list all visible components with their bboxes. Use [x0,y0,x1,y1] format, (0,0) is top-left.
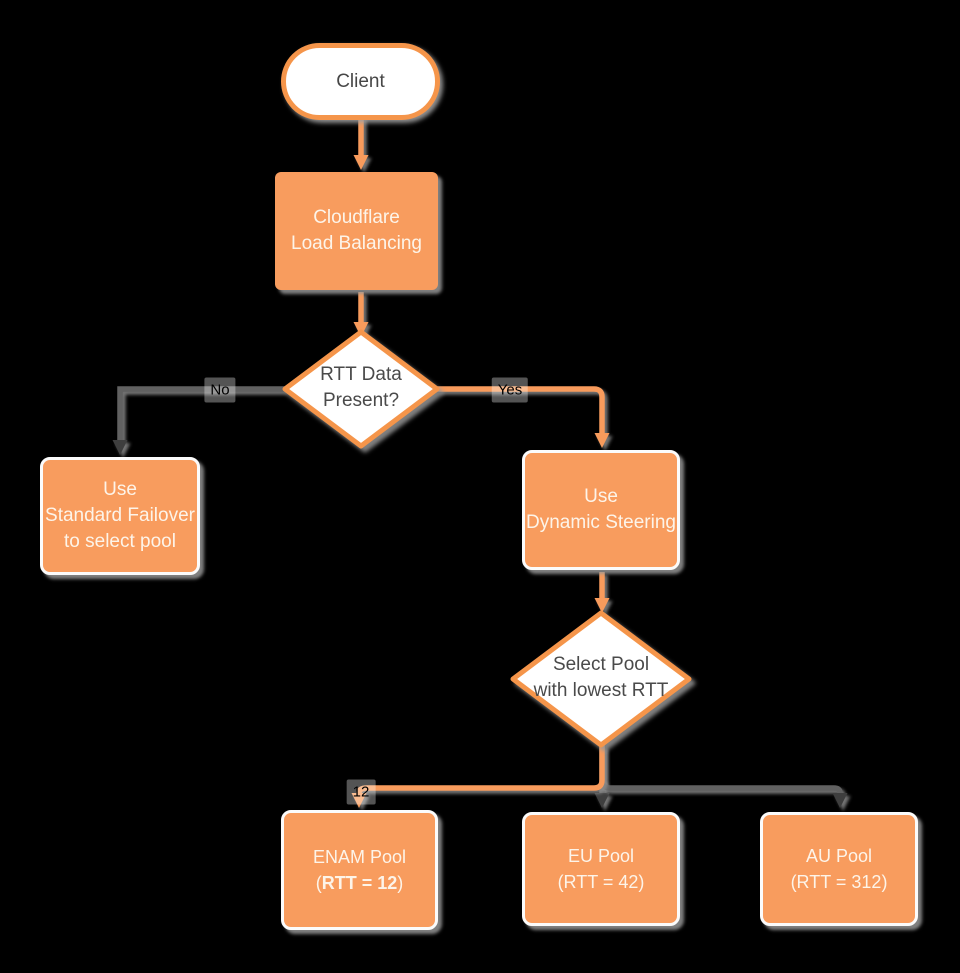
node-dynamic-steering: Use Dynamic Steering [522,450,680,570]
au-pool-rtt: (RTT = 312) [790,872,888,892]
node-client-label: Client [336,70,385,92]
arrowhead [832,793,848,808]
edge-label-yes: Yes [491,377,529,403]
au-pool-name: AU Pool [805,846,873,866]
edge-client-to-lb [353,116,369,170]
decision-rtt-label: RTT Data Present? [320,364,402,411]
eu-pool-rtt: (RTT = 42) [557,872,645,892]
arrowhead [351,793,367,808]
arrowhead [594,433,610,448]
node-client: Client [281,43,440,120]
node-load-balancing: Cloudflare Load Balancing [275,172,438,290]
eu-pool-name: EU Pool [567,846,635,866]
arrowhead [353,155,369,170]
node-enam-pool: ENAM Pool (RTT = 12) [281,810,438,930]
arrowhead [112,440,128,455]
arrowhead [594,598,610,613]
node-standard-failover: Use Standard Failover to select pool [40,457,200,575]
edge-yes-branch [437,386,610,448]
edge-to-au-pool [599,779,848,808]
decision-select-pool [510,610,692,748]
enam-pool-rtt: (RTT = 12) [315,873,404,893]
arrowhead [594,793,610,808]
edge-label-selected-rtt: 12 [346,779,376,805]
edge-no-branch [112,386,285,455]
node-eu-pool: EU Pool (RTT = 42) [522,812,680,926]
node-load-balancing-line1: Cloudflare [313,207,400,228]
edge-label-no: No [204,377,236,403]
edge-to-enam-pool [351,745,605,808]
decision-select-pool-label: Select Pool with lowest RTT [533,654,669,701]
edge-steering-to-select [594,572,610,613]
enam-pool-name: ENAM Pool [312,847,407,867]
node-load-balancing-line2: Load Balancing [291,233,422,254]
node-au-pool: AU Pool (RTT = 312) [760,812,918,926]
decision-rtt-data-present [282,329,440,449]
